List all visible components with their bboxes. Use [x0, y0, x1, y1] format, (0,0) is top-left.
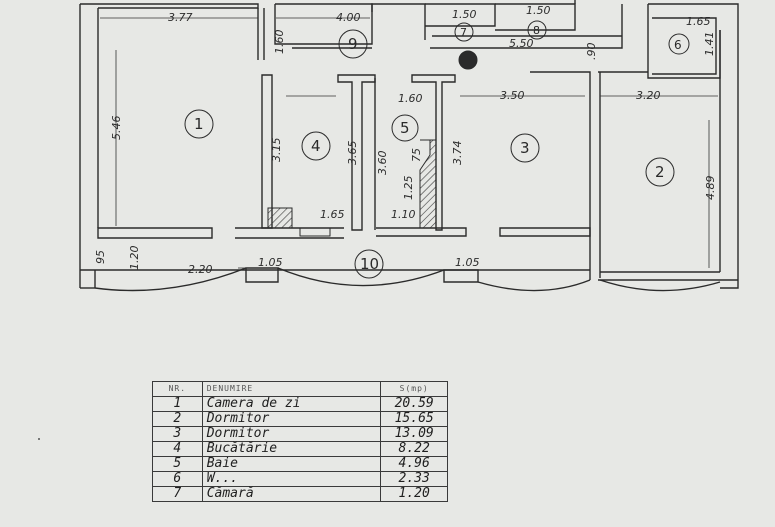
- dim-150b: 1.50: [526, 4, 551, 17]
- column-marker: [458, 50, 478, 70]
- room-6-circle: [668, 33, 690, 55]
- dim-489: 4.89: [704, 176, 717, 201]
- legend-nr: 7: [152, 486, 203, 502]
- floor-plan: 3.77 4.00 1.50 1.50 1.65 5.50 1.60 1.41 …: [79, 0, 739, 292]
- dim-320: 3.20: [636, 89, 661, 102]
- legend-area: 1.20: [380, 486, 448, 502]
- legend-header-area: S(mp): [380, 381, 448, 397]
- table-row: 4 Bucătărie 8.22: [152, 441, 448, 457]
- table-row: 5 Baie 4.96: [152, 456, 448, 472]
- legend-area: 20.59: [380, 396, 448, 412]
- paper-speck: [38, 438, 40, 440]
- room-7-number: 7: [460, 26, 467, 39]
- room-markers: [184, 20, 690, 279]
- dim-075: 75: [410, 148, 423, 162]
- legend-nr: 6: [152, 471, 203, 487]
- dim-165b: 1.65: [320, 208, 345, 221]
- room-7-circle: [454, 22, 474, 42]
- legend-area: 2.33: [380, 471, 448, 487]
- room-3-number: 3: [520, 139, 530, 157]
- table-row: 1 Camera de zi 20.59: [152, 396, 448, 412]
- legend-header-name: DENUMIRE: [201, 381, 382, 397]
- dim-095: 95: [94, 250, 107, 264]
- room-2-circle: [645, 157, 675, 187]
- dim-160a: 1.60: [273, 30, 286, 55]
- kitchen-stove-hatch: [267, 207, 293, 229]
- dim-220: 2.20: [188, 263, 213, 276]
- room-10-circle: [354, 249, 384, 279]
- legend-area: 15.65: [380, 411, 448, 427]
- dim-315: 3.15: [270, 138, 283, 163]
- dim-377: 3.77: [168, 11, 193, 24]
- dim-125: 1.25: [402, 176, 415, 201]
- legend-area: 8.22: [380, 441, 448, 457]
- legend-name: Dormitor: [201, 426, 382, 442]
- dim-150a: 1.50: [452, 8, 477, 21]
- exterior-walls: [79, 0, 739, 292]
- table-row: 7 Cămară 1.20: [152, 486, 448, 502]
- dim-360: 3.60: [376, 151, 389, 176]
- room-1-number: 1: [194, 115, 204, 133]
- dim-105a: 1.05: [258, 256, 283, 269]
- legend-nr: 1: [152, 396, 203, 412]
- legend-nr: 2: [152, 411, 203, 427]
- dim-141: 1.41: [703, 32, 716, 57]
- dimension-lines: [100, 17, 718, 269]
- legend-name: Baie: [201, 456, 382, 472]
- room-numbers: 1 2 3 4 5 6 7 8 9 10: [194, 24, 682, 273]
- room-legend-table: NR. DENUMIRE S(mp) 1 Camera de zi 20.59 …: [152, 381, 448, 502]
- legend-header-row: NR. DENUMIRE S(mp): [152, 381, 448, 397]
- dim-160b: 1.60: [398, 92, 423, 105]
- room-8-circle: [527, 20, 547, 40]
- dim-400: 4.00: [336, 11, 361, 24]
- legend-nr: 4: [152, 441, 203, 457]
- dim-110: 1.10: [391, 208, 416, 221]
- room-8-number: 8: [533, 24, 540, 37]
- legend-name: Dormitor: [201, 411, 382, 427]
- dim-546: 5.46: [110, 116, 123, 141]
- dim-120: 1.20: [128, 246, 141, 271]
- dim-374: 3.74: [451, 141, 464, 166]
- legend-area: 4.96: [380, 456, 448, 472]
- table-row: 6 W... 2.33: [152, 471, 448, 487]
- room-2-number: 2: [655, 163, 665, 181]
- room-6-number: 6: [674, 38, 682, 52]
- room-4-circle: [301, 131, 331, 161]
- plan-details: [267, 50, 478, 237]
- room-5-circle: [391, 114, 419, 142]
- dimension-labels: 3.77 4.00 1.50 1.50 1.65 5.50 1.60 1.41 …: [94, 4, 717, 276]
- legend-name: Camera de zi: [201, 396, 382, 412]
- room-1-circle: [184, 109, 214, 139]
- dim-365: 3.65: [346, 141, 359, 166]
- legend-nr: 3: [152, 426, 203, 442]
- legend-name: W...: [201, 471, 382, 487]
- dim-105b: 1.05: [455, 256, 480, 269]
- dim-350: 3.50: [500, 89, 525, 102]
- legend-header-nr: NR.: [152, 381, 203, 397]
- room-9-circle: [338, 29, 368, 59]
- room-3-circle: [510, 133, 540, 163]
- room-9-number: 9: [348, 35, 358, 53]
- dim-165a: 1.65: [686, 15, 711, 28]
- room-4-number: 4: [311, 137, 321, 155]
- bath-stair-hatch: [419, 139, 437, 229]
- table-row: 3 Dormitor 13.09: [152, 426, 448, 442]
- legend-name: Bucătărie: [201, 441, 382, 457]
- room-5-number: 5: [400, 119, 410, 137]
- legend-area: 13.09: [380, 426, 448, 442]
- dim-090: .90: [585, 43, 598, 61]
- table-row: 2 Dormitor 15.65: [152, 411, 448, 427]
- legend-name: Cămară: [201, 486, 382, 502]
- legend-nr: 5: [152, 456, 203, 472]
- dim-550: 5.50: [509, 37, 534, 50]
- room-10-number: 10: [360, 255, 379, 273]
